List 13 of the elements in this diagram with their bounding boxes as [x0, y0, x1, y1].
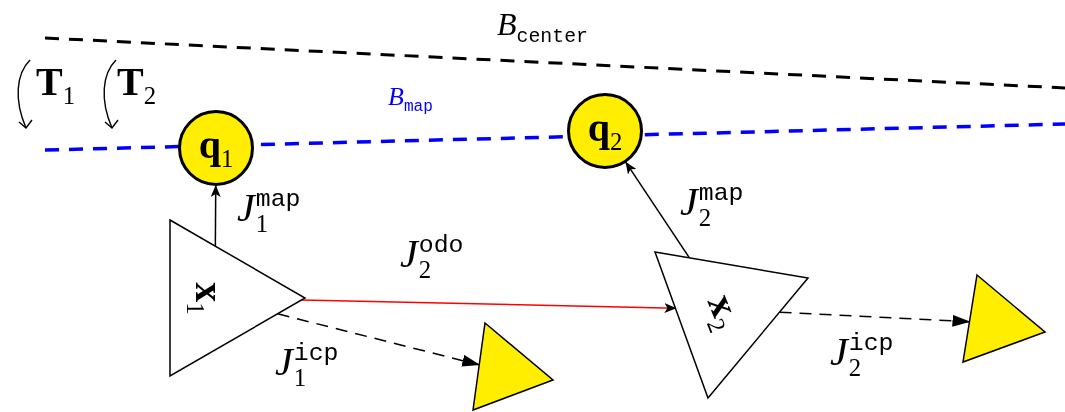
text-label: B$_{center}$ [497, 8, 588, 48]
scan-triangle [963, 275, 1045, 362]
node-label: q$_{1}$ [198, 124, 234, 172]
variable-circle [567, 93, 643, 169]
node-label: q$_{2}$ [587, 107, 623, 155]
scan-triangle [473, 323, 553, 410]
arrow [210, 185, 221, 247]
text-label: T$_{2}$ [117, 62, 157, 109]
text-label: T$_{1}$ [36, 62, 76, 109]
text-label: B$_{map}$ [388, 84, 433, 116]
pose-triangle [655, 252, 808, 398]
arrow [625, 161, 691, 259]
variable-circle [178, 110, 254, 186]
